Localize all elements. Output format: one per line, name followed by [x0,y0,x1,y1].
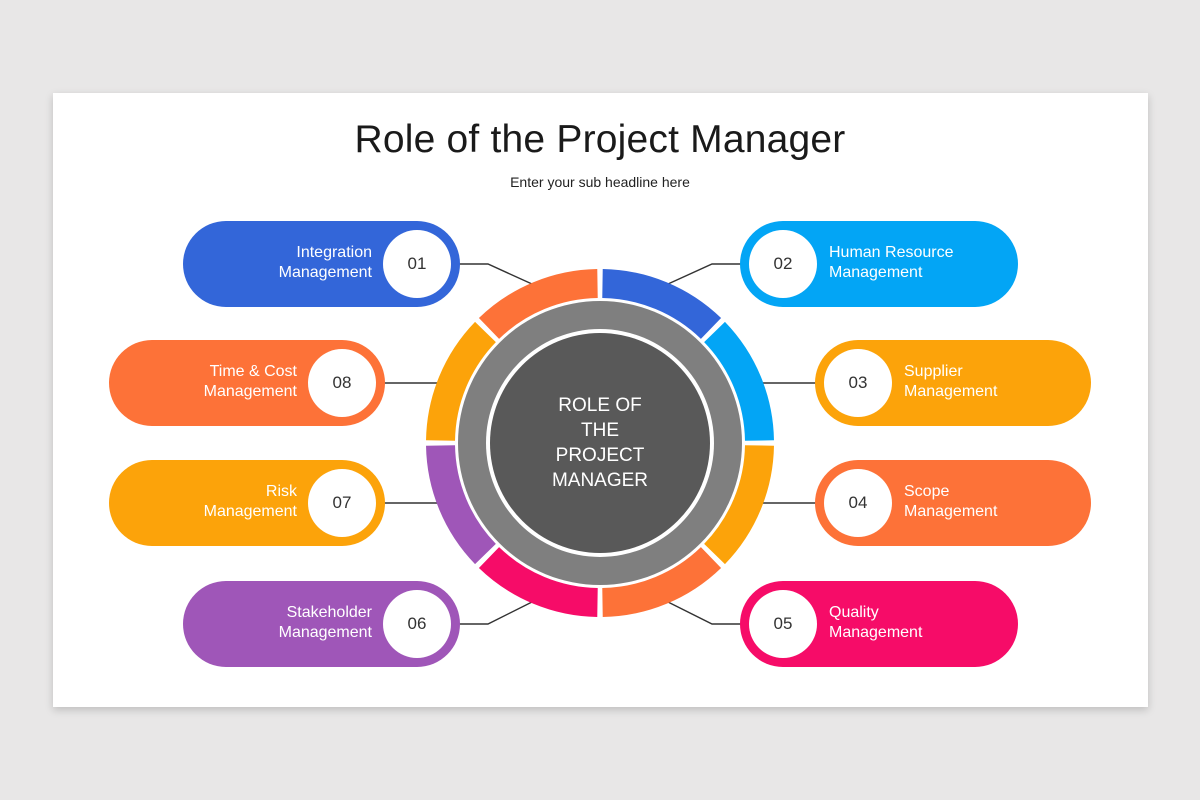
item-04-pill[interactable]: 04 Scope Management [815,460,1091,546]
item-05-label: Quality Management [829,604,923,641]
ring-segment-07 [426,321,496,441]
ring-segment-06 [426,445,496,565]
connector-lines [383,263,817,625]
item-02-pill[interactable]: 02 Human Resource Management [740,221,1018,307]
connector-06 [459,601,533,625]
ring-segment-05 [478,547,598,617]
item-03-number-badge: 03 [824,349,892,417]
item-01-label: Integration Management [278,244,372,281]
item-06-number-badge: 06 [383,590,451,658]
connector-02 [667,263,741,285]
slide-title: Role of the Project Manager [354,118,846,161]
item-08-pill[interactable]: Time & Cost Management 08 [109,340,385,426]
ring-segment-01 [602,269,722,339]
item-01-pill[interactable]: Integration Management 01 [183,221,460,307]
item-07-number-badge: 07 [308,469,376,537]
slide-subtitle: Enter your sub headline here [510,174,690,190]
segment-ring [426,269,774,617]
ring-segment-02 [704,321,774,441]
ring-segment-08 [478,269,598,339]
item-04-label: Scope Management [904,483,998,520]
connector-05 [667,601,741,625]
item-02-number-badge: 02 [749,230,817,298]
center-label: ROLE OF THE PROJECT MANAGER [551,395,649,491]
item-05-pill[interactable]: 05 Quality Management [740,581,1018,667]
item-06-label: Stakeholder Management [278,604,372,641]
item-04-number-badge: 04 [824,469,892,537]
item-03-pill[interactable]: 03 Supplier Management [815,340,1091,426]
item-08-number-badge: 08 [308,349,376,417]
item-06-pill[interactable]: Stakeholder Management 06 [183,581,460,667]
connector-01 [459,263,533,285]
ring-segment-04 [602,547,722,617]
center-circle [490,333,710,553]
item-07-label: Risk Management [203,483,297,520]
item-05-number-badge: 05 [749,590,817,658]
item-08-label: Time & Cost Management [203,363,297,400]
item-02-label: Human Resource Management [829,244,954,281]
ring-segment-03 [704,445,774,565]
item-07-pill[interactable]: Risk Management 07 [109,460,385,546]
item-03-label: Supplier Management [904,363,998,400]
item-01-number-badge: 01 [383,230,451,298]
